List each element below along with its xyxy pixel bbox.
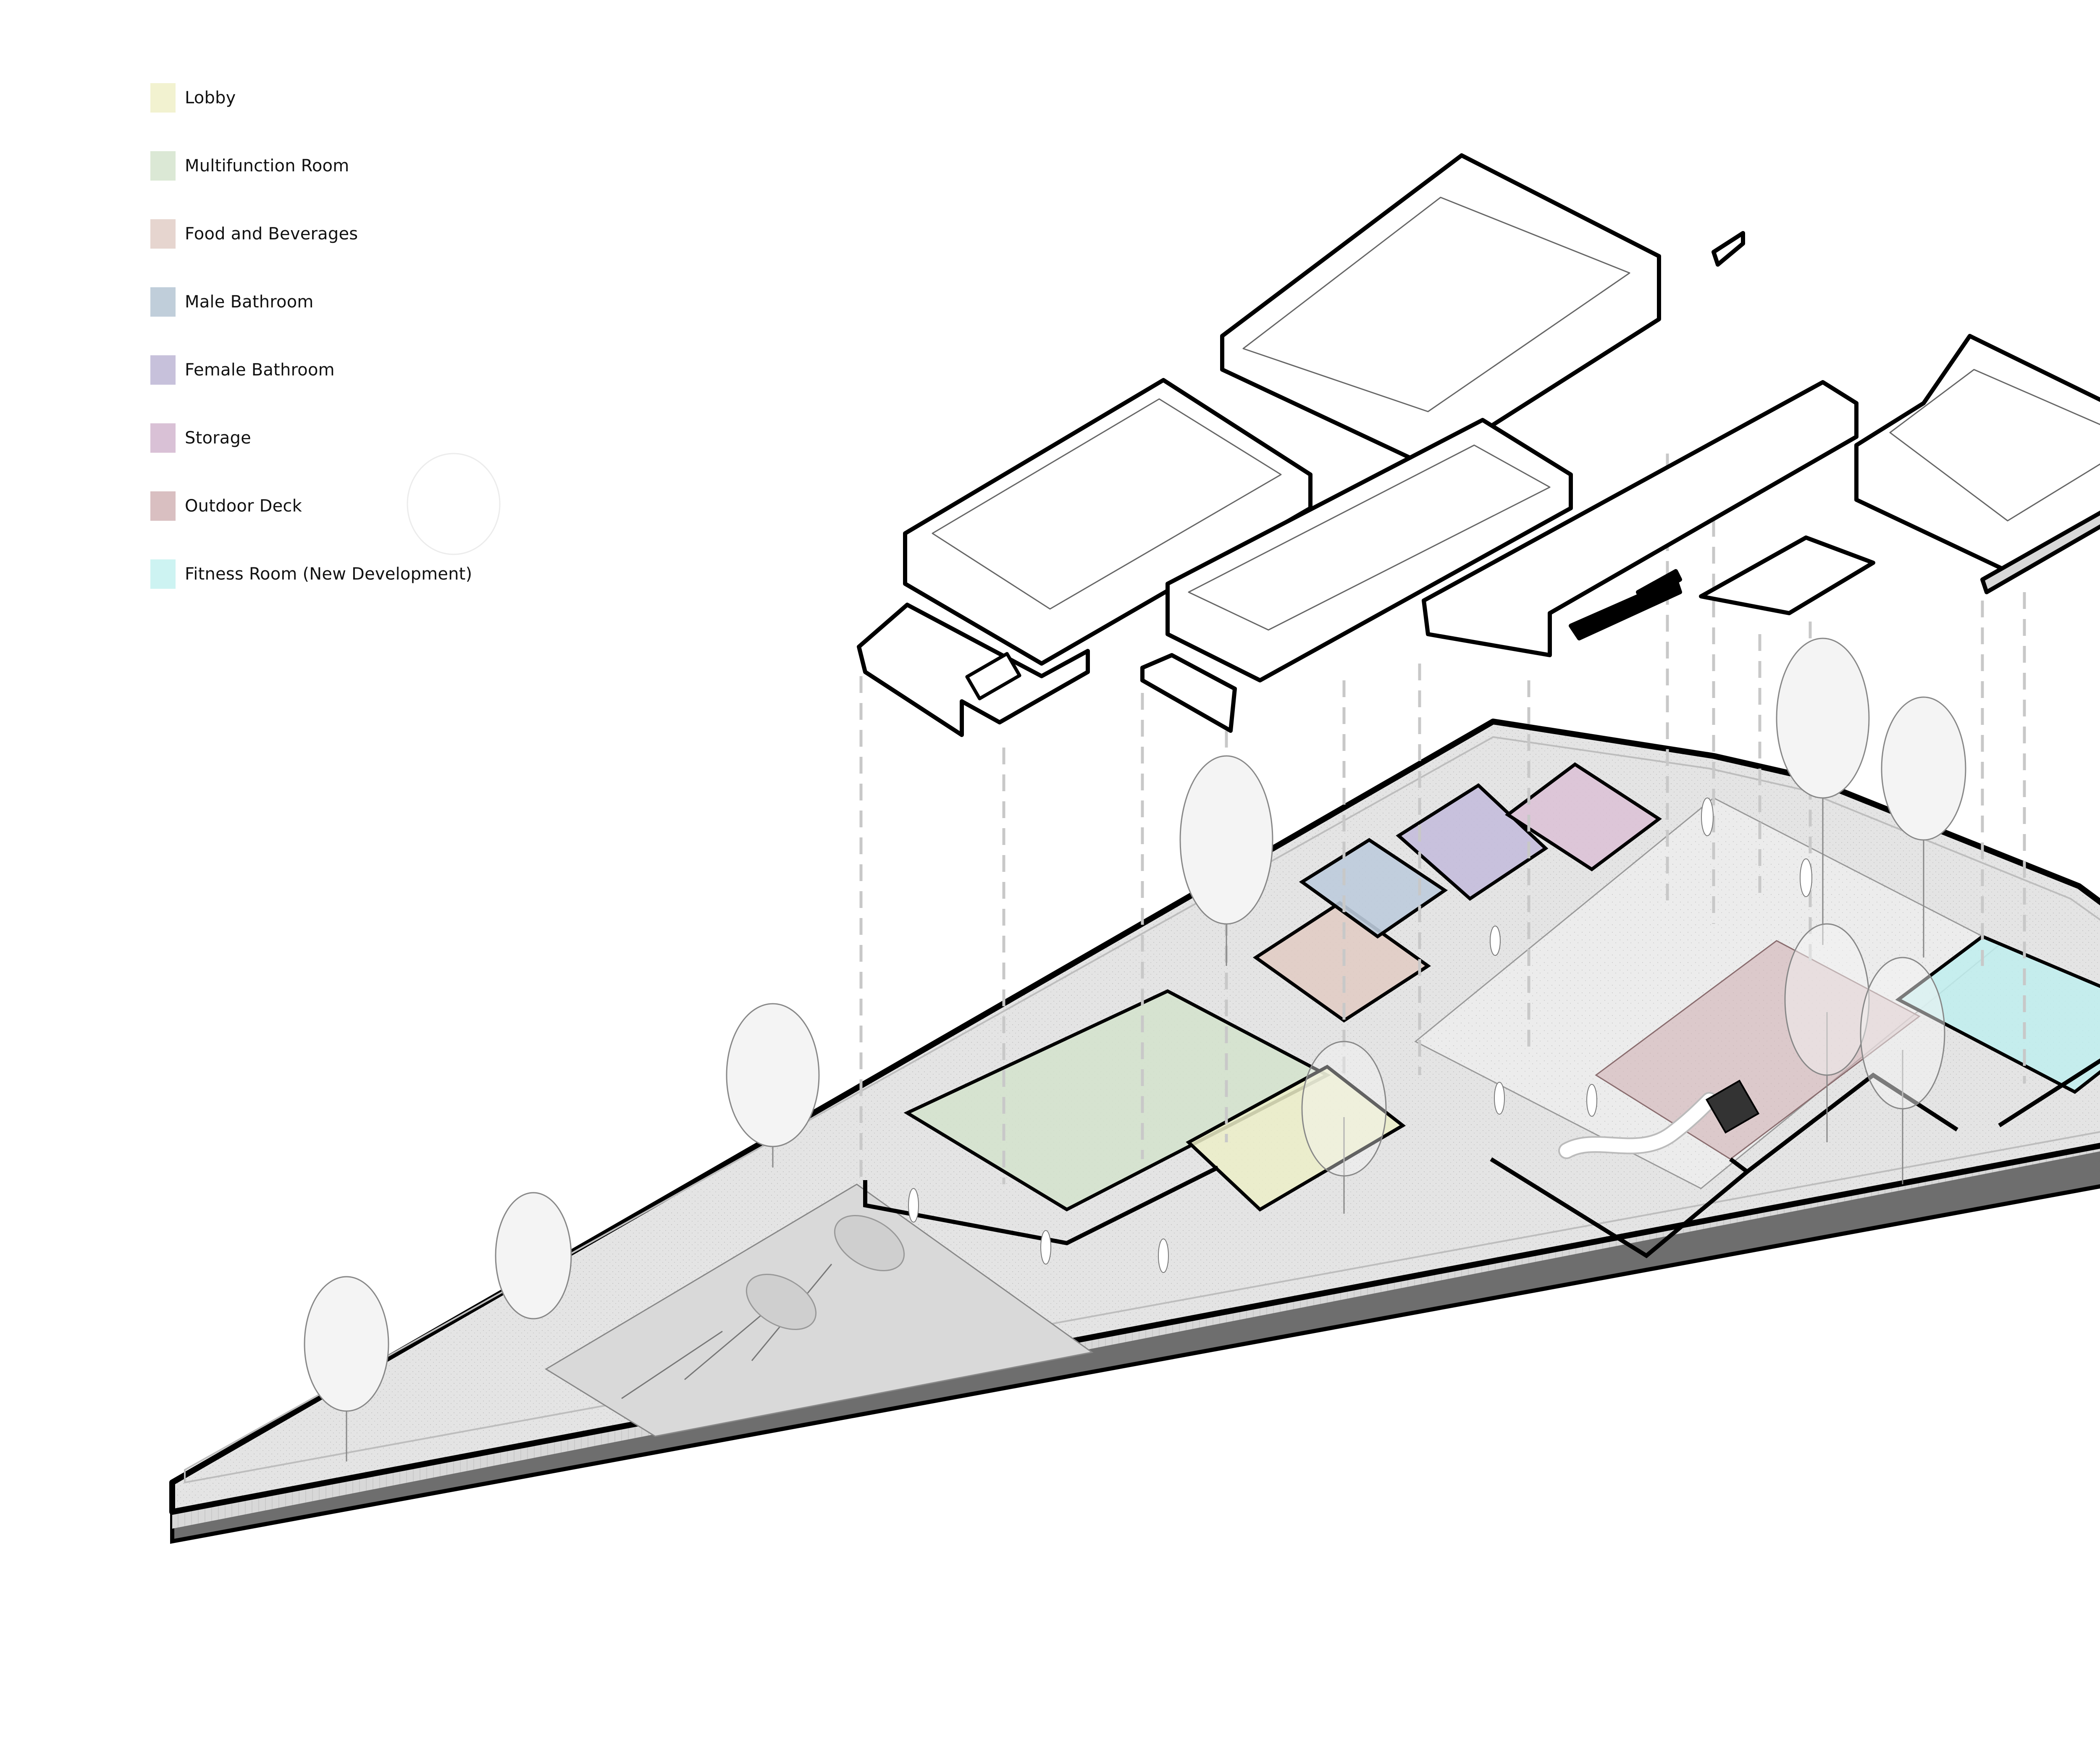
person-icon: [1701, 798, 1714, 836]
person-icon: [1490, 926, 1501, 956]
tree-icon: [1179, 755, 1273, 966]
legend-swatch: [150, 287, 176, 317]
legend-label: Fitness Room (New Development): [185, 564, 472, 584]
legend-swatch: [150, 151, 176, 181]
tree-icon: [304, 1276, 389, 1461]
person-icon: [1158, 1238, 1169, 1273]
legend-label: Storage: [185, 428, 251, 448]
roof-slab-lobby-left: [857, 603, 1090, 737]
tree-icon: [1881, 696, 1966, 958]
legend-item-lobby: Lobby: [150, 83, 528, 151]
person-icon: [1040, 1230, 1051, 1265]
ground-walls: [863, 1058, 2100, 1259]
legend-label: Female Bathroom: [185, 360, 335, 380]
roof-block-fitness: [1854, 334, 2100, 573]
tree-icon: [495, 1192, 572, 1320]
people: [908, 798, 1812, 1273]
legend-label: Male Bathroom: [185, 292, 314, 312]
person-icon: [1800, 858, 1812, 897]
legend-item-male-bathroom: Male Bathroom: [150, 287, 528, 355]
legend-swatch: [150, 219, 176, 249]
legend-label: Outdoor Deck: [185, 496, 302, 516]
legend-item-fitness-room: Fitness Room (New Development): [150, 559, 528, 627]
tree-icon: [407, 453, 501, 555]
legend-item-female-bathroom: Female Bathroom: [150, 355, 528, 423]
roof-block-lobby: [1166, 418, 1573, 682]
zone-lobby: [1186, 1065, 1406, 1212]
legend-item-storage: Storage: [150, 423, 528, 491]
tree-icon: [1301, 1041, 1387, 1214]
zone-storage: [1505, 762, 1662, 871]
tree-icon: [726, 1003, 820, 1168]
car-icon: [834, 1215, 905, 1272]
roof-volumes: [857, 153, 2100, 737]
legend-swatch: [150, 491, 176, 521]
zone-male-bathroom: [1299, 838, 1448, 939]
legend-item-multifunction-room: Multifunction Room: [150, 151, 528, 219]
zone-food-and-beverages: [1252, 901, 1431, 1023]
trees: [304, 453, 1966, 1461]
roof-block-upper: [1220, 153, 1661, 468]
legend-label: Food and Beverages: [185, 224, 358, 244]
legend-swatch: [150, 83, 176, 113]
legend-swatch: [150, 355, 176, 385]
legend: Lobby Multifunction Room Food and Bevera…: [150, 83, 528, 627]
parking-area: [545, 1183, 1094, 1437]
zone-fitness-room: [1895, 934, 2100, 1094]
legend-label: Lobby: [185, 88, 236, 108]
zone-female-bathroom: [1396, 783, 1549, 901]
legend-label: Multifunction Room: [185, 156, 349, 176]
legend-swatch: [150, 559, 176, 589]
legend-item-food-and-beverages: Food and Beverages: [150, 219, 528, 287]
person-icon: [1494, 1082, 1505, 1115]
legend-swatch: [150, 423, 176, 453]
person-icon: [908, 1188, 919, 1223]
tree-icon: [1776, 638, 1870, 945]
play-tower-icon: [1705, 1079, 1760, 1134]
roof-block-spine: [1422, 380, 1858, 657]
tree-icon: [1860, 957, 1945, 1184]
car-icon: [746, 1273, 817, 1330]
legend-item-outdoor-deck: Outdoor Deck: [150, 491, 528, 559]
person-icon: [1586, 1084, 1597, 1117]
